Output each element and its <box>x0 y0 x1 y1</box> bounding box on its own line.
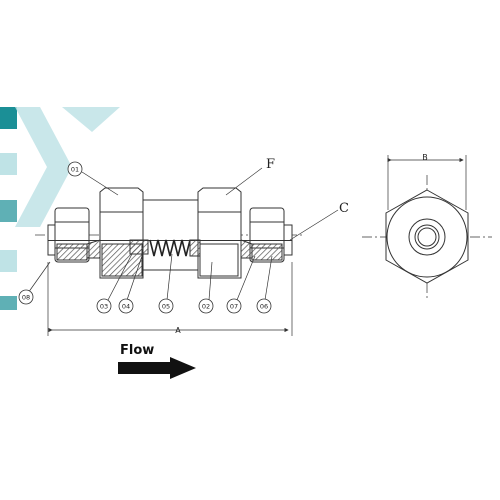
dimension-b-label: B <box>422 153 428 162</box>
brand-decoration <box>0 107 120 310</box>
balloon-07: 07 <box>226 298 242 314</box>
balloon-04: 04 <box>118 298 134 314</box>
svg-text:05: 05 <box>162 303 170 311</box>
dimension-b <box>387 155 467 210</box>
balloon-01: 01 <box>67 161 83 177</box>
balloon-03: 03 <box>96 298 112 314</box>
callout-f: F <box>266 157 275 172</box>
check-valve-side-view <box>47 187 293 279</box>
svg-text:04: 04 <box>122 303 130 311</box>
leader-lines <box>27 167 339 301</box>
svg-text:08: 08 <box>22 294 30 302</box>
svg-text:03: 03 <box>100 303 108 311</box>
svg-text:02: 02 <box>202 303 210 311</box>
svg-text:07: 07 <box>230 303 238 311</box>
spring <box>149 239 191 257</box>
balloon-05: 05 <box>158 298 174 314</box>
dimension-a <box>47 262 293 336</box>
flow-arrow-icon <box>118 357 196 379</box>
svg-text:01: 01 <box>71 166 79 174</box>
balloon-02: 02 <box>198 298 214 314</box>
callout-c: C <box>339 201 349 216</box>
dimension-a-label: A <box>175 326 181 335</box>
flow-label: Flow <box>120 343 155 358</box>
balloon-08: 08 <box>18 289 34 305</box>
balloon-06: 06 <box>256 298 272 314</box>
check-valve-end-view <box>362 175 492 300</box>
svg-text:06: 06 <box>260 303 268 311</box>
